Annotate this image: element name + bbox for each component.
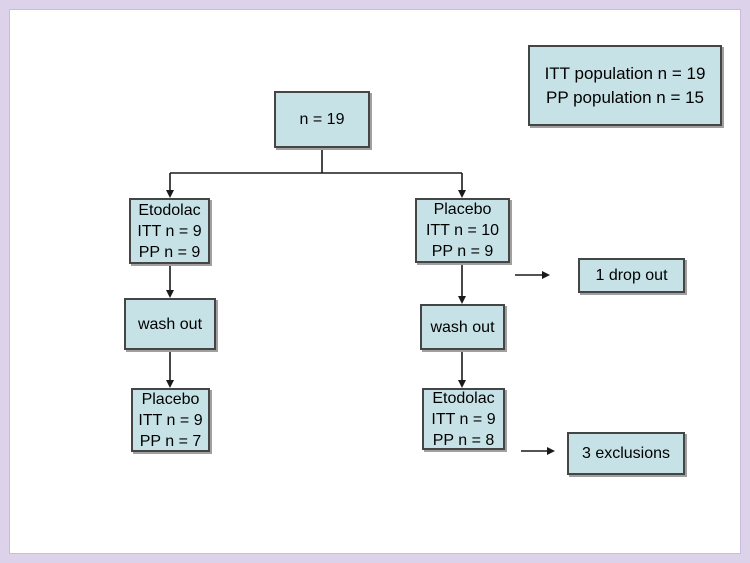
left-washout-box: wash out [124,298,216,350]
left-arm-first-period-box: Etodolac ITT n = 9 PP n = 9 [129,198,210,264]
right-first-itt-label: ITT n = 10 [425,222,500,239]
exclusions-label: 3 exclusions [581,445,671,462]
itt-pp-summary-box: ITT population n = 19 PP population n = … [528,45,722,126]
total-enrolled-box: n = 19 [274,91,370,148]
right-arm-first-period-box: Placebo ITT n = 10 PP n = 9 [415,198,510,263]
left-first-pp-label: PP n = 9 [138,243,201,261]
right-second-treatment-label: Etodolac [432,389,495,407]
left-second-pp-label: PP n = 7 [139,432,202,450]
right-first-pp-label: PP n = 9 [431,243,494,260]
left-second-itt-label: ITT n = 9 [138,411,203,429]
exclusions-box: 3 exclusions [567,432,685,475]
right-second-pp-label: PP n = 8 [432,431,495,449]
arrowhead-exclusions [547,447,555,455]
dropout-box: 1 drop out [578,258,685,293]
arrowhead-left-second [166,380,174,388]
total-enrolled-label: n = 19 [299,111,345,128]
left-washout-label: wash out [137,315,203,333]
right-first-treatment-label: Placebo [433,201,492,218]
right-second-itt-label: ITT n = 9 [431,410,496,428]
left-first-treatment-label: Etodolac [138,201,201,219]
itt-population-label: ITT population n = 19 [544,63,706,83]
arrowhead-left-washout [166,290,174,298]
arrowhead-left-first [166,190,174,198]
left-arm-second-period-box: Placebo ITT n = 9 PP n = 7 [131,388,210,452]
left-second-treatment-label: Placebo [141,390,200,408]
right-arm-second-period-box: Etodolac ITT n = 9 PP n = 8 [422,388,505,450]
right-washout-label: wash out [430,318,495,336]
pp-population-label: PP population n = 15 [545,87,704,107]
dropout-label: 1 drop out [595,267,668,284]
right-washout-box: wash out [420,304,505,350]
arrowhead-dropout [542,271,550,279]
arrowhead-right-first [458,190,466,198]
left-first-itt-label: ITT n = 9 [137,222,202,240]
arrowhead-right-washout [458,296,466,304]
